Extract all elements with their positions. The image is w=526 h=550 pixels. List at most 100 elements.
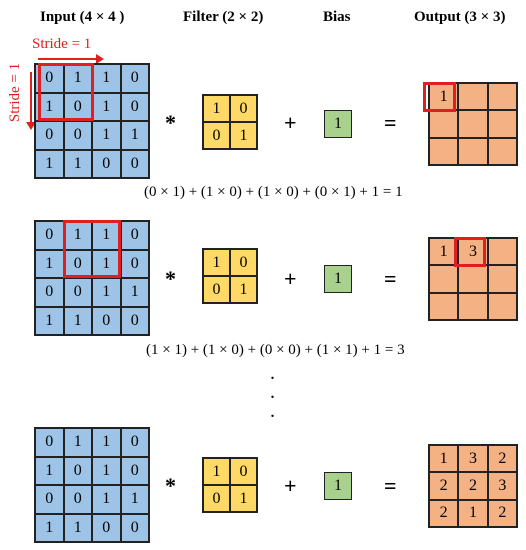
matrix-cell: 1 bbox=[92, 278, 121, 307]
plus-operator: + bbox=[284, 473, 297, 498]
matrix-cell: 0 bbox=[120, 64, 149, 93]
matrix-cell: 2 bbox=[458, 472, 488, 500]
matrix-cell: 1 bbox=[35, 513, 64, 542]
matrix-cell: 0 bbox=[120, 513, 149, 542]
matrix-cell: 1 bbox=[92, 92, 121, 121]
matrix-cell: 1 bbox=[35, 306, 64, 335]
matrix-cell bbox=[487, 83, 517, 111]
bias-header: Bias bbox=[323, 9, 351, 25]
ellipsis-dot: . bbox=[270, 362, 275, 384]
input-header: Input (4 × 4 ) bbox=[40, 9, 125, 25]
matrix-cell: 1 bbox=[63, 149, 92, 178]
matrix-cell: 0 bbox=[35, 278, 64, 307]
matrix-cell: 1 bbox=[63, 306, 92, 335]
matrix-cell: 3 bbox=[487, 472, 517, 500]
output-matrix-step1: 1 bbox=[428, 82, 518, 166]
filter-header: Filter (2 × 2) bbox=[183, 9, 264, 25]
matrix-cell bbox=[487, 292, 517, 320]
matrix-cell: 0 bbox=[35, 221, 64, 250]
matrix-cell: 0 bbox=[120, 149, 149, 178]
matrix-cell: 2 bbox=[429, 472, 459, 500]
matrix-cell: 1 bbox=[230, 122, 257, 149]
matrix-cell: 0 bbox=[120, 428, 149, 457]
matrix-cell bbox=[429, 137, 459, 165]
matrix-cell: 1 bbox=[203, 249, 230, 276]
matrix-cell: 1 bbox=[92, 485, 121, 514]
matrix-cell: 1 bbox=[92, 456, 121, 485]
stride-horizontal-arrow bbox=[38, 54, 104, 64]
matrix-cell: 0 bbox=[35, 485, 64, 514]
matrix-cell: 0 bbox=[92, 306, 121, 335]
matrix-cell: 1 bbox=[203, 95, 230, 122]
matrix-cell: 1 bbox=[92, 121, 121, 150]
matrix-cell: 0 bbox=[63, 485, 92, 514]
matrix-cell: 1 bbox=[120, 121, 149, 150]
equation-step1: (0 × 1) + (1 × 0) + (1 × 0) + (0 × 1) + … bbox=[144, 184, 403, 200]
stride-vertical-label: Stride = 1 bbox=[7, 62, 24, 123]
matrix-cell: 1 bbox=[458, 499, 488, 527]
bias-value-step2: 1 bbox=[324, 265, 352, 293]
matrix-cell: 0 bbox=[35, 428, 64, 457]
multiply-operator: * bbox=[165, 266, 176, 291]
matrix-cell bbox=[458, 292, 488, 320]
plus-operator: + bbox=[284, 110, 297, 135]
plus-operator: + bbox=[284, 266, 297, 291]
matrix-cell bbox=[429, 110, 459, 138]
equals-operator: = bbox=[384, 266, 397, 291]
equals-operator: = bbox=[384, 473, 397, 498]
matrix-cell: 0 bbox=[120, 221, 149, 250]
matrix-cell: 1 bbox=[230, 485, 257, 512]
ellipsis-dot: . bbox=[270, 381, 275, 403]
equals-operator: = bbox=[384, 110, 397, 135]
matrix-cell: 1 bbox=[35, 149, 64, 178]
matrix-cell: 1 bbox=[35, 249, 64, 278]
matrix-cell bbox=[458, 137, 488, 165]
output-header: Output (3 × 3) bbox=[414, 9, 506, 25]
matrix-cell: 1 bbox=[63, 428, 92, 457]
matrix-cell bbox=[458, 83, 488, 111]
matrix-cell: 0 bbox=[63, 121, 92, 150]
matrix-cell bbox=[429, 292, 459, 320]
matrix-cell bbox=[429, 265, 459, 293]
output-highlight-step1 bbox=[423, 82, 456, 112]
matrix-cell: 2 bbox=[429, 499, 459, 527]
matrix-cell: 2 bbox=[487, 499, 517, 527]
matrix-cell: 0 bbox=[120, 92, 149, 121]
matrix-cell: 0 bbox=[120, 249, 149, 278]
matrix-cell: 0 bbox=[120, 456, 149, 485]
matrix-cell bbox=[487, 137, 517, 165]
matrix-cell bbox=[487, 110, 517, 138]
matrix-cell: 1 bbox=[120, 485, 149, 514]
matrix-cell bbox=[487, 238, 517, 266]
matrix-cell: 1 bbox=[92, 428, 121, 457]
multiply-operator: * bbox=[165, 110, 176, 135]
matrix-cell: 0 bbox=[203, 276, 230, 303]
bias-value-final: 1 bbox=[324, 472, 352, 500]
matrix-cell: 0 bbox=[63, 278, 92, 307]
multiply-operator: * bbox=[165, 473, 176, 498]
output-highlight-step2 bbox=[454, 237, 486, 267]
matrix-cell: 1 bbox=[429, 238, 459, 266]
matrix-cell bbox=[458, 110, 488, 138]
ellipsis-dot: . bbox=[270, 400, 275, 422]
matrix-cell: 1 bbox=[63, 513, 92, 542]
stride-vertical-arrow bbox=[26, 72, 36, 130]
equation-step2: (1 × 1) + (1 × 0) + (0 × 0) + (1 × 1) + … bbox=[146, 342, 405, 358]
matrix-cell: 1 bbox=[203, 458, 230, 485]
matrix-cell: 0 bbox=[230, 458, 257, 485]
matrix-cell: 0 bbox=[92, 513, 121, 542]
matrix-cell: 1 bbox=[429, 445, 459, 473]
matrix-cell: 0 bbox=[203, 122, 230, 149]
matrix-cell bbox=[487, 265, 517, 293]
matrix-cell: 2 bbox=[487, 445, 517, 473]
matrix-cell: 0 bbox=[92, 149, 121, 178]
matrix-cell: 0 bbox=[203, 485, 230, 512]
bias-value-step1: 1 bbox=[324, 110, 352, 138]
matrix-cell: 1 bbox=[120, 278, 149, 307]
